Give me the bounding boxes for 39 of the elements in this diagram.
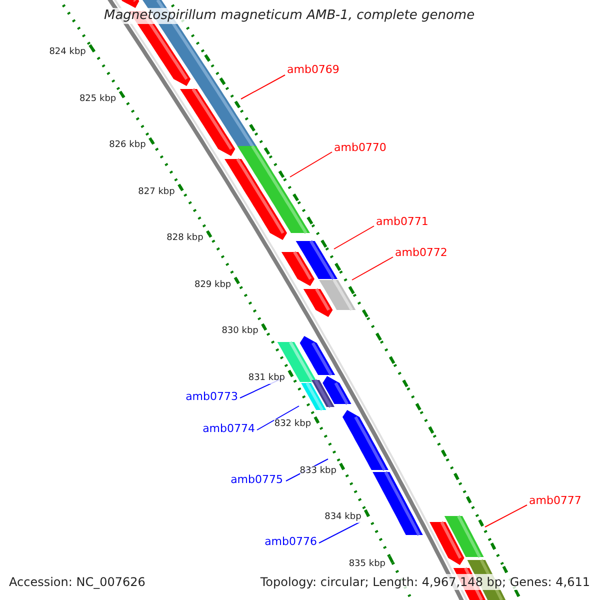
position-label: 828 kbp (166, 233, 204, 244)
position-label: 831 kbp (248, 372, 286, 384)
gene-block (301, 382, 326, 411)
leader-line (334, 226, 374, 250)
position-label: 834 kbp (324, 512, 362, 523)
gene-label: amb0776 (264, 535, 317, 548)
position-label: 835 kbp (348, 558, 386, 570)
gene-label: amb0771 (376, 215, 428, 228)
gene-label: amb0770 (334, 141, 386, 154)
gene-label: amb0773 (186, 390, 238, 403)
position-label: 832 kbp (274, 419, 312, 430)
gene-block (303, 288, 333, 317)
leader-line (352, 256, 394, 280)
position-label: 833 kbp (300, 466, 336, 476)
position-label: 825 kbp (79, 94, 116, 104)
genome-stats-text: Topology: circular; Length: 4,967,148 bp; Genes: 4,611 (258, 574, 592, 590)
position-label: 830 kbp (222, 326, 258, 337)
position-label: 829 kbp (194, 280, 232, 290)
gene-block (224, 158, 287, 240)
gene-label: amb0774 (202, 422, 255, 435)
gene-block (342, 410, 388, 471)
gene-block (430, 521, 464, 565)
leader-line (484, 504, 528, 528)
gene-label: amb0772 (395, 246, 448, 259)
position-label: 827 kbp (138, 186, 175, 198)
gene-label: amb0769 (287, 63, 340, 76)
accession-text: Accession: NC_007626 (8, 574, 146, 590)
leader-line (256, 406, 300, 430)
position-label: 824 kbp (49, 47, 86, 58)
leader-line (318, 522, 360, 544)
gene-block (180, 88, 236, 156)
position-label: 826 kbp (109, 140, 146, 151)
gene-block (372, 471, 423, 536)
gene-label: amb0775 (230, 473, 283, 486)
gene-label: amb0777 (529, 494, 582, 507)
leader-line (290, 152, 332, 178)
leader-line (240, 74, 286, 100)
gene-block (281, 251, 314, 286)
gene-block (122, 0, 140, 8)
